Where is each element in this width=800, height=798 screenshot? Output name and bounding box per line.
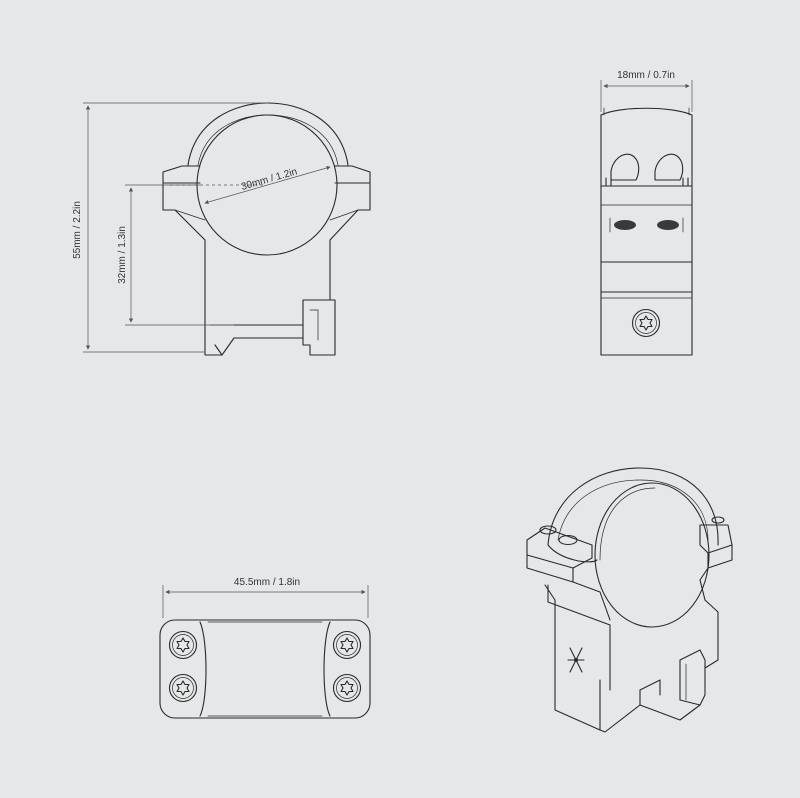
side-view: [600, 107, 693, 356]
torx-screw-icon: [168, 630, 198, 660]
center-height-label: 32mm / 1.3in: [117, 226, 128, 284]
torx-screw-icon: [332, 630, 362, 660]
torx-screw-icon: [168, 673, 198, 703]
isometric-view: [526, 467, 733, 733]
ring-diameter-label: 30mm / 1.2in: [240, 166, 299, 193]
base-length-dimension: 45.5mm / 1.8in: [162, 577, 369, 618]
torx-screw-icon: [332, 673, 362, 703]
top-view: [159, 619, 371, 719]
overall-height-dimension: 55mm / 2.2in: [72, 102, 268, 353]
center-height-dimension: 32mm / 1.3in: [117, 184, 234, 326]
ring-width-label: 18mm / 0.7in: [617, 70, 675, 81]
front-view: [162, 102, 371, 356]
ring-width-dimension: 18mm / 0.7in: [600, 70, 693, 112]
overall-height-label: 55mm / 2.2in: [72, 201, 83, 259]
base-length-label: 45.5mm / 1.8in: [234, 577, 300, 588]
ring-diameter-dimension: 30mm / 1.2in: [170, 165, 331, 205]
brand-logo-icon: [567, 647, 585, 673]
